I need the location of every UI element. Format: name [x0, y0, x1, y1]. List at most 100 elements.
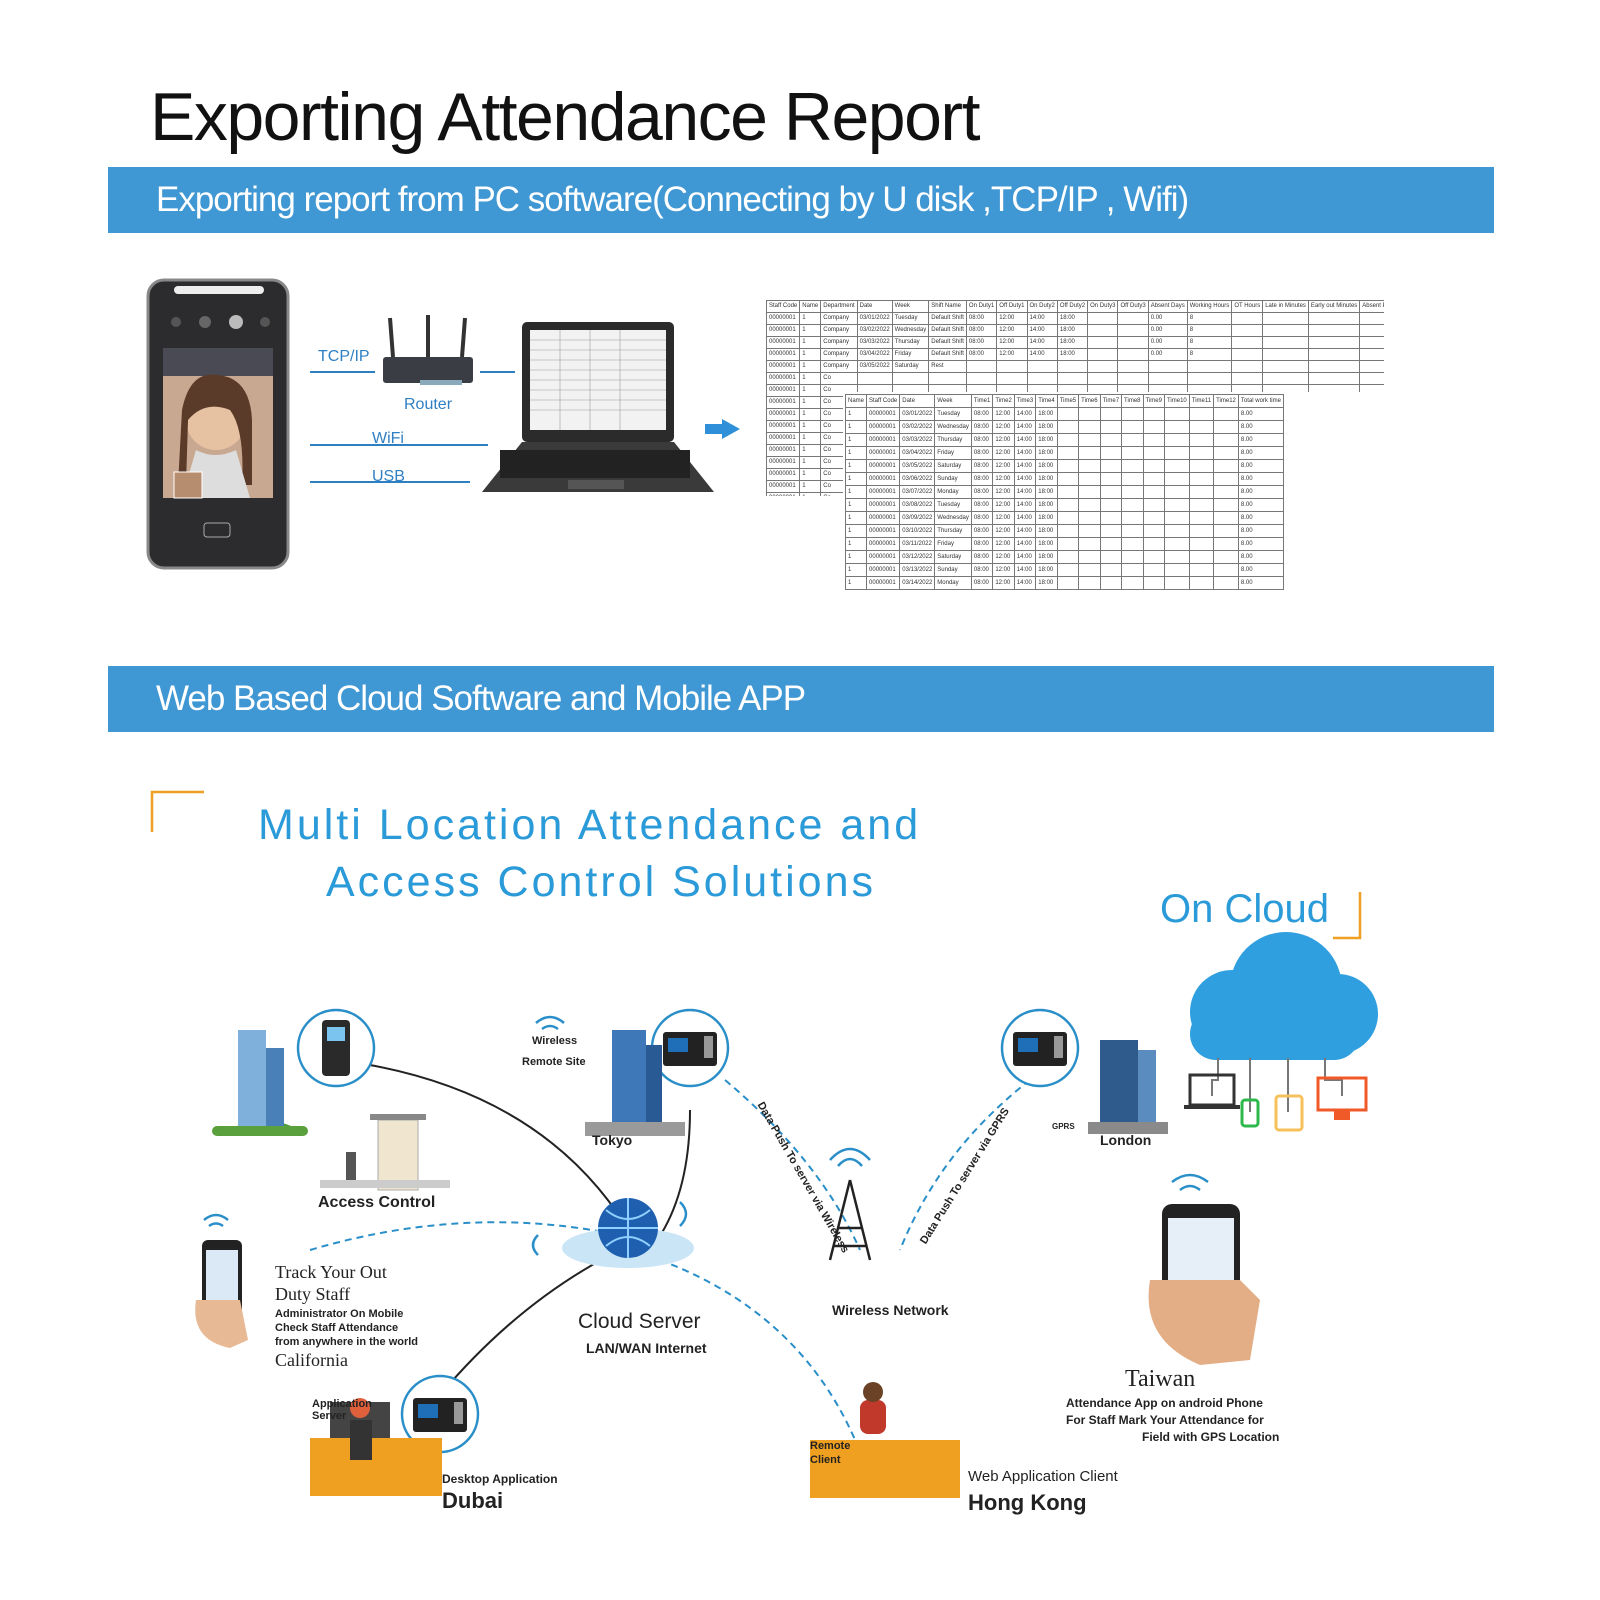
laptop-icon	[482, 322, 714, 492]
table-cell	[1163, 537, 1190, 551]
table-cell: Company	[820, 336, 858, 349]
table-cell	[1056, 372, 1089, 385]
table-cell: 1	[799, 420, 822, 433]
table-cell	[1056, 563, 1080, 577]
table-cell	[1087, 372, 1119, 385]
table-cell	[1056, 407, 1080, 421]
table-cell	[1142, 576, 1165, 590]
wireless-network-label: Wireless Network	[832, 1302, 949, 1318]
mobile-phone-icon-california	[195, 1240, 248, 1348]
network-diagram	[150, 790, 1378, 1498]
table-cell: 1	[799, 336, 822, 349]
table-cell: 1	[845, 446, 868, 460]
gprs-label: GPRS	[1052, 1122, 1075, 1131]
table-cell	[1213, 498, 1239, 512]
table-cell	[1163, 550, 1190, 564]
table-cell	[1117, 312, 1149, 325]
table-cell: 18:00	[1056, 312, 1089, 325]
table-cell: 00000001	[866, 407, 901, 421]
table-cell	[1307, 360, 1361, 373]
table-cell: 08:00	[965, 324, 998, 337]
table-cell	[1121, 563, 1144, 577]
table-cell	[1163, 524, 1190, 538]
table-cell	[1188, 459, 1215, 473]
table-cell: 08:00	[970, 550, 994, 564]
taiwan-line2: For Staff Mark Your Attendance for	[1066, 1413, 1264, 1427]
table-header-cell: Date	[899, 394, 936, 408]
table-cell: 18:00	[1035, 420, 1058, 434]
page-title: Exporting Attendance Report	[150, 79, 980, 155]
table-cell: 00000001	[866, 485, 901, 499]
table-cell	[1213, 524, 1239, 538]
table-cell	[1117, 324, 1149, 337]
table-cell: 1	[799, 408, 822, 421]
table-cell: 8.00	[1237, 433, 1284, 447]
table-cell: 8.00	[1237, 576, 1284, 590]
table-cell	[1121, 459, 1144, 473]
track-staff-line2: Duty Staff	[275, 1284, 351, 1304]
table-cell: 03/12/2022	[899, 550, 936, 564]
admin-line1: Administrator On Mobile	[275, 1308, 404, 1320]
table-cell: 08:00	[970, 498, 994, 512]
wireless-label: Wireless	[532, 1035, 578, 1047]
table-cell: 00000001	[766, 444, 801, 457]
table-cell	[1142, 563, 1165, 577]
table-cell: 08:00	[970, 420, 994, 434]
globe-server-icon	[562, 1198, 694, 1268]
table-cell: Saturday	[934, 459, 972, 473]
table-cell	[1087, 336, 1119, 349]
table-header-cell: Total work time	[1237, 394, 1284, 408]
table-cell: Tuesday	[934, 498, 972, 512]
table-cell: 14:00	[1013, 420, 1037, 434]
table-cell: 00000001	[866, 563, 901, 577]
table-cell	[1188, 511, 1215, 525]
table-cell: 14:00	[1026, 312, 1058, 325]
table-cell: 08:00	[965, 312, 998, 325]
table-cell: 00000001	[766, 432, 801, 445]
table-header-cell: Date	[856, 300, 893, 313]
table-cell: 12:00	[992, 498, 1015, 512]
table-cell: 1	[845, 459, 868, 473]
table-cell	[1056, 498, 1080, 512]
table-cell: 1	[845, 511, 868, 525]
table-cell: 8.00	[1237, 524, 1284, 538]
table-cell: Company	[820, 312, 858, 325]
table-cell	[1026, 360, 1058, 373]
table-cell: 18:00	[1035, 563, 1058, 577]
table-cell: 08:00	[970, 459, 994, 473]
table-cell	[1213, 420, 1239, 434]
table-cell: 00000001	[866, 524, 901, 538]
mobile-phone-icon-taiwan	[1148, 1204, 1260, 1365]
table-cell	[1163, 446, 1190, 460]
table-cell	[1078, 550, 1101, 564]
table-cell: 03/11/2022	[899, 537, 936, 551]
table-cell: 8.00	[1237, 407, 1284, 421]
table-cell	[1262, 336, 1309, 349]
table-cell: 8.00	[1237, 563, 1284, 577]
router-label: Router	[404, 396, 453, 413]
table-cell: Default Shift	[928, 324, 967, 337]
table-cell	[1099, 524, 1123, 538]
table-cell: 03/01/2022	[856, 312, 893, 325]
table-cell	[1087, 312, 1119, 325]
table-cell: Co	[820, 372, 858, 385]
table-cell: Friday	[934, 446, 972, 460]
arrow-right-icon	[705, 419, 740, 439]
table-cell: 03/03/2022	[856, 336, 893, 349]
admin-line2: Check Staff Attendance	[275, 1322, 399, 1334]
table-cell	[1078, 498, 1101, 512]
table-cell: 00000001	[766, 492, 801, 496]
table-cell	[1121, 550, 1144, 564]
table-cell: 03/01/2022	[899, 407, 936, 421]
table-cell: 12:00	[992, 472, 1015, 486]
table-cell: 8.00	[1237, 511, 1284, 525]
table-cell	[1056, 360, 1089, 373]
corner-bracket	[1333, 892, 1362, 940]
